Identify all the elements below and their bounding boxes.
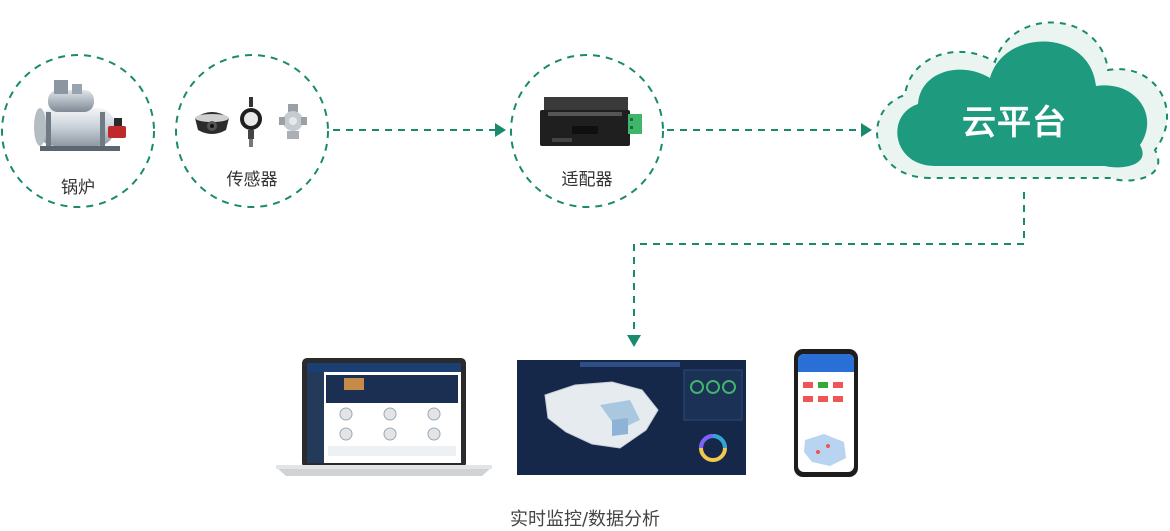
bigscreen-dashboard-icon bbox=[517, 360, 746, 475]
camera-sensor-icon bbox=[195, 112, 229, 134]
adapter-label: 适配器 bbox=[561, 170, 613, 190]
boiler-node-ring bbox=[1, 54, 155, 208]
adapter-node-ring bbox=[510, 54, 664, 208]
gauge-sensor-icon bbox=[240, 97, 262, 147]
realtime-monitoring-label: 实时监控/数据分析 bbox=[509, 509, 661, 530]
boiler-label: 锅炉 bbox=[61, 178, 95, 198]
laptop-dashboard-icon bbox=[276, 358, 492, 476]
valve-sensor-icon bbox=[279, 104, 307, 139]
sensor-node-ring bbox=[175, 54, 329, 208]
arrow-cloud-to-terminals bbox=[627, 192, 1025, 347]
arrow-adapter-to-cloud bbox=[667, 123, 872, 137]
boiler-icon bbox=[34, 80, 126, 151]
sensor-label: 传感器 bbox=[226, 170, 278, 190]
mobile-app-icon bbox=[794, 349, 858, 477]
cloud-shape bbox=[876, 21, 1168, 182]
arrow-sensor-to-adapter bbox=[333, 123, 506, 137]
cloud-platform-label: 云平台 bbox=[962, 103, 1067, 143]
adapter-device-icon bbox=[540, 97, 642, 146]
